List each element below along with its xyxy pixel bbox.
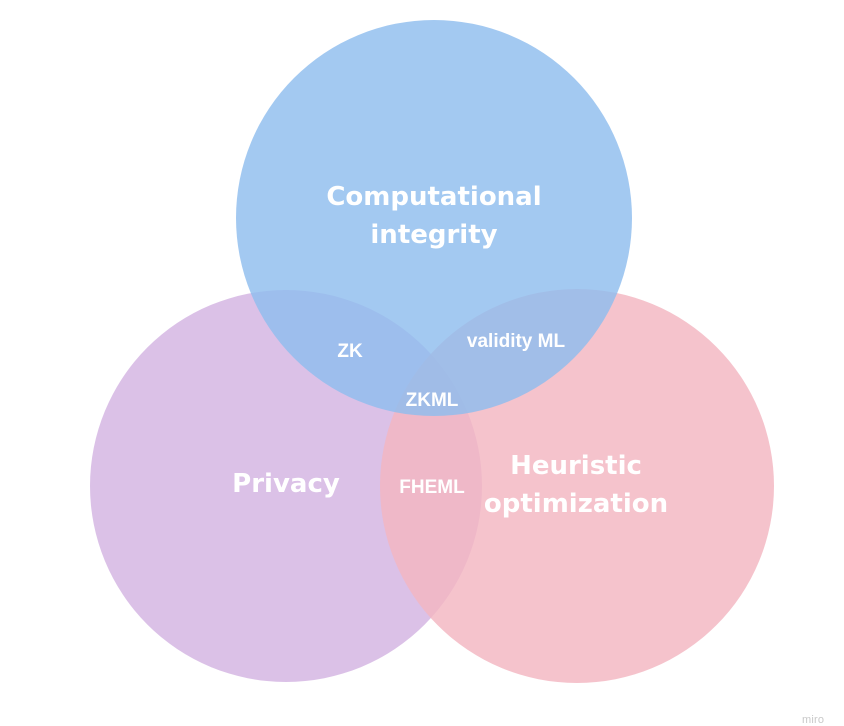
- label-zkml: ZKML: [405, 390, 459, 411]
- label-zk: ZK: [337, 341, 363, 362]
- label-computational-integrity-line-2: integrity: [370, 220, 498, 250]
- label-heuristic-optimization: Heuristic optimization: [484, 447, 668, 523]
- label-heuristic-optimization-line-2: optimization: [483, 489, 669, 519]
- label-privacy: Privacy: [232, 465, 340, 503]
- label-computational-integrity-line-1: Computational: [326, 182, 542, 212]
- label-heuristic-optimization-line-1: Heuristic: [510, 451, 642, 481]
- label-fheml: FHEML: [399, 477, 465, 498]
- label-computational-integrity: Computational integrity: [326, 178, 541, 254]
- label-validity-ml: validity ML: [466, 331, 566, 352]
- miro-watermark: miro: [802, 714, 825, 726]
- label-privacy-line-1: Privacy: [232, 469, 340, 499]
- circle-computational-integrity: [236, 20, 632, 416]
